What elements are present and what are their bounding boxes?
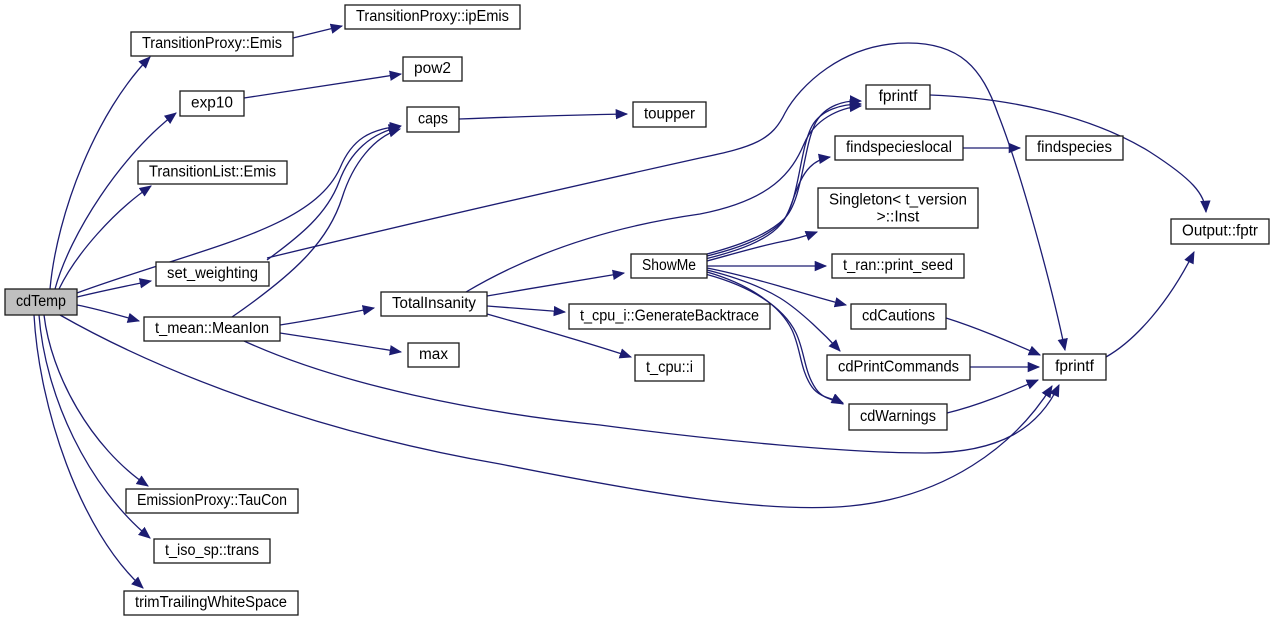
svg-text:>::Inst: >::Inst <box>877 209 920 226</box>
svg-text:pow2: pow2 <box>414 60 451 77</box>
svg-text:TransitionProxy::Emis: TransitionProxy::Emis <box>142 35 282 52</box>
svg-text:findspecies: findspecies <box>1037 139 1112 156</box>
svg-text:findspecieslocal: findspecieslocal <box>846 139 952 156</box>
svg-text:t_ran::print_seed: t_ran::print_seed <box>843 257 953 274</box>
svg-text:fprintf: fprintf <box>1055 358 1094 375</box>
svg-text:cdTemp: cdTemp <box>16 293 66 310</box>
svg-text:t_cpu::i: t_cpu::i <box>646 359 693 376</box>
svg-text:Singleton< t_version: Singleton< t_version <box>829 192 967 209</box>
svg-text:t_iso_sp::trans: t_iso_sp::trans <box>165 542 259 559</box>
svg-text:TransitionList::Emis: TransitionList::Emis <box>149 164 276 181</box>
svg-text:fprintf: fprintf <box>879 88 918 105</box>
svg-text:exp10: exp10 <box>191 95 233 112</box>
svg-text:TransitionProxy::ipEmis: TransitionProxy::ipEmis <box>356 8 509 25</box>
svg-text:cdPrintCommands: cdPrintCommands <box>838 359 959 376</box>
svg-text:set_weighting: set_weighting <box>167 265 258 282</box>
svg-text:toupper: toupper <box>644 106 695 123</box>
svg-text:ShowMe: ShowMe <box>642 257 696 274</box>
svg-text:TotalInsanity: TotalInsanity <box>392 295 476 312</box>
svg-text:trimTrailingWhiteSpace: trimTrailingWhiteSpace <box>135 594 287 611</box>
svg-text:EmissionProxy::TauCon: EmissionProxy::TauCon <box>137 492 287 509</box>
svg-text:Output::fptr: Output::fptr <box>1182 223 1258 240</box>
svg-text:t_mean::MeanIon: t_mean::MeanIon <box>155 320 269 337</box>
svg-text:caps: caps <box>418 111 448 128</box>
svg-text:cdCautions: cdCautions <box>862 308 935 325</box>
svg-text:t_cpu_i::GenerateBacktrace: t_cpu_i::GenerateBacktrace <box>580 308 759 325</box>
svg-text:cdWarnings: cdWarnings <box>860 408 936 425</box>
svg-text:max: max <box>419 346 448 363</box>
